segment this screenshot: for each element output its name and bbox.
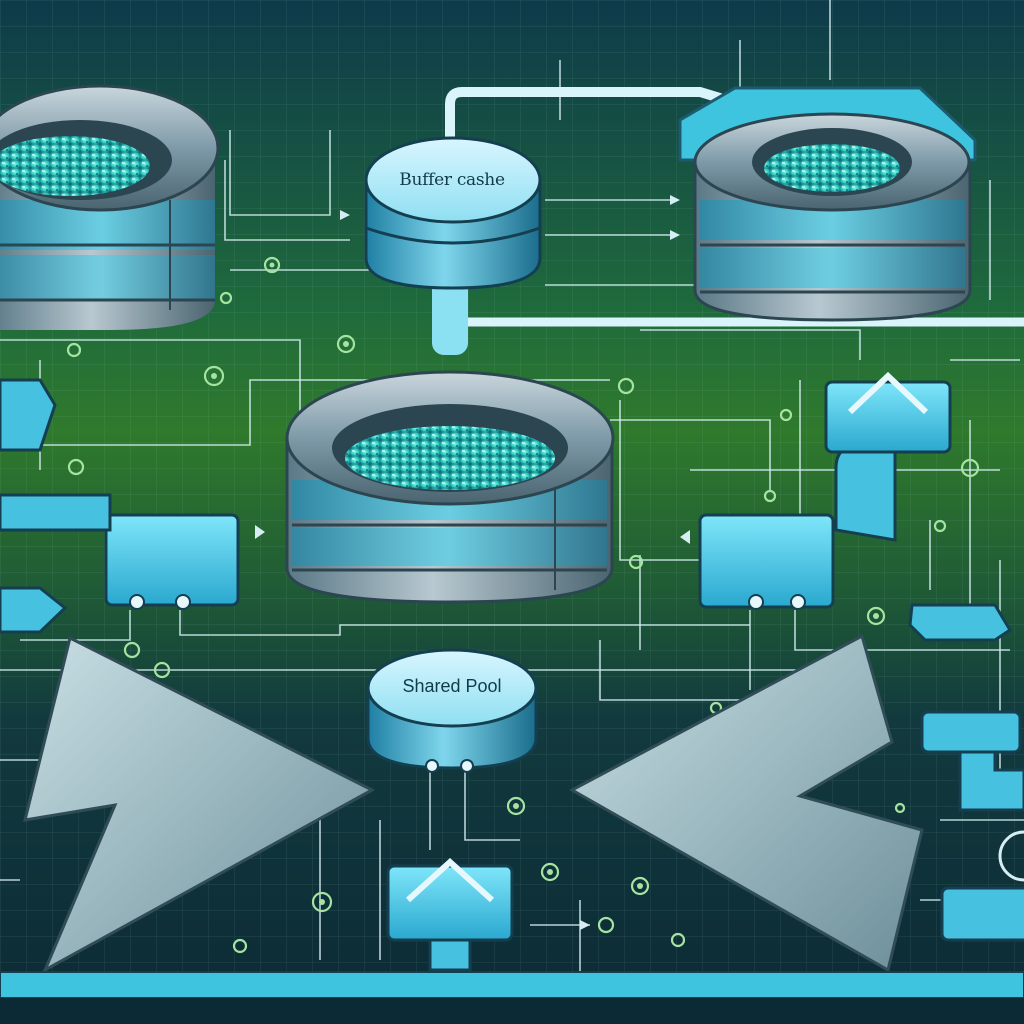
buffer-cache-cylinder[interactable]: [364, 136, 542, 355]
arrow-block-icon: [386, 857, 514, 972]
chevron-arrow-icon: [22, 635, 376, 974]
chevron-arrow-icon: [568, 633, 924, 973]
arrow-block-icon: [824, 371, 952, 454]
connector-pipe-top: [445, 87, 725, 145]
bottom-bus-bar: [0, 971, 1024, 999]
database-stack-icon: [0, 84, 220, 330]
circuit-nodes: [66, 256, 980, 954]
database-stack-icon: [285, 370, 615, 604]
trace-arrowheads: [255, 195, 690, 930]
edge-arrow-left: [0, 378, 112, 634]
database-stack-icon: [678, 86, 977, 322]
process-block-left: [104, 513, 240, 610]
edge-connectors-right: [908, 603, 1024, 942]
circuit-node-centers: [211, 262, 879, 905]
shared-pool-cylinder[interactable]: [366, 648, 538, 773]
bottom-shadow: [0, 998, 1024, 1024]
process-block-right: [698, 443, 897, 610]
